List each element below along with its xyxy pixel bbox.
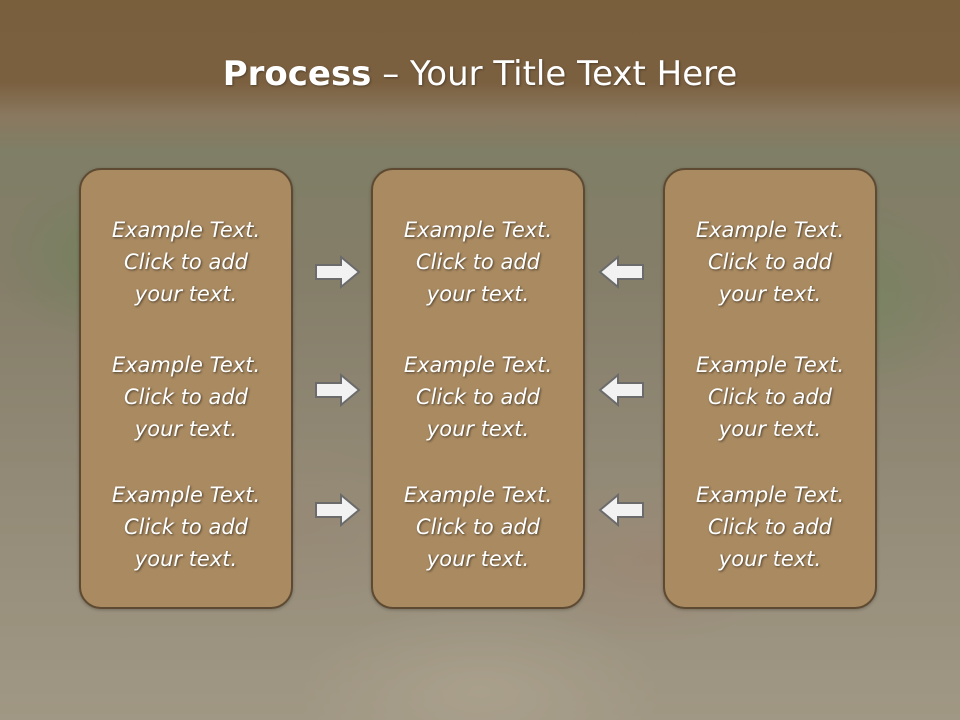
text-line: Example Text. (111, 218, 261, 242)
text-line: Example Text. (403, 483, 553, 507)
text-line: Click to add (707, 515, 832, 539)
text-placeholder[interactable]: Example Text. Click to add your text. (81, 479, 291, 575)
text-placeholder[interactable]: Example Text. Click to add your text. (81, 214, 291, 310)
text-placeholder[interactable]: Example Text. Click to add your text. (81, 349, 291, 445)
text-line: Example Text. (403, 218, 553, 242)
text-placeholder[interactable]: Example Text. Click to add your text. (665, 349, 875, 445)
process-box-left[interactable]: Example Text. Click to add your text. Ex… (79, 168, 293, 609)
process-box-center[interactable]: Example Text. Click to add your text. Ex… (371, 168, 585, 609)
text-line: Example Text. (111, 483, 261, 507)
text-line: Click to add (707, 385, 832, 409)
text-line: Click to add (123, 250, 248, 274)
text-line: Example Text. (695, 483, 845, 507)
text-line: Example Text. (111, 353, 261, 377)
text-line: Click to add (123, 385, 248, 409)
text-placeholder[interactable]: Example Text. Click to add your text. (665, 479, 875, 575)
text-line: your text. (134, 547, 238, 571)
text-line: your text. (426, 282, 530, 306)
text-placeholder[interactable]: Example Text. Click to add your text. (373, 214, 583, 310)
text-line: Example Text. (695, 218, 845, 242)
right-arrow-icon[interactable] (315, 255, 361, 289)
text-line: Click to add (415, 250, 540, 274)
title-banner (0, 0, 960, 150)
text-line: your text. (134, 282, 238, 306)
title-rest-text: – Your Title Text Here (371, 54, 738, 94)
right-arrow-icon[interactable] (315, 373, 361, 407)
left-arrow-icon[interactable] (598, 493, 644, 527)
text-line: your text. (426, 547, 530, 571)
text-placeholder[interactable]: Example Text. Click to add your text. (665, 214, 875, 310)
left-arrow-icon[interactable] (598, 373, 644, 407)
right-arrow-icon[interactable] (315, 493, 361, 527)
text-line: your text. (718, 547, 822, 571)
text-line: Click to add (707, 250, 832, 274)
text-line: Example Text. (695, 353, 845, 377)
process-box-right[interactable]: Example Text. Click to add your text. Ex… (663, 168, 877, 609)
text-line: Click to add (415, 515, 540, 539)
title-bold-text: Process (222, 54, 372, 94)
text-line: Example Text. (403, 353, 553, 377)
text-placeholder[interactable]: Example Text. Click to add your text. (373, 349, 583, 445)
text-line: your text. (718, 282, 822, 306)
text-line: your text. (426, 417, 530, 441)
text-line: your text. (718, 417, 822, 441)
left-arrow-icon[interactable] (598, 255, 644, 289)
text-line: Click to add (415, 385, 540, 409)
text-placeholder[interactable]: Example Text. Click to add your text. (373, 479, 583, 575)
slide-title[interactable]: Process – Your Title Text Here (0, 52, 960, 96)
text-line: your text. (134, 417, 238, 441)
text-line: Click to add (123, 515, 248, 539)
